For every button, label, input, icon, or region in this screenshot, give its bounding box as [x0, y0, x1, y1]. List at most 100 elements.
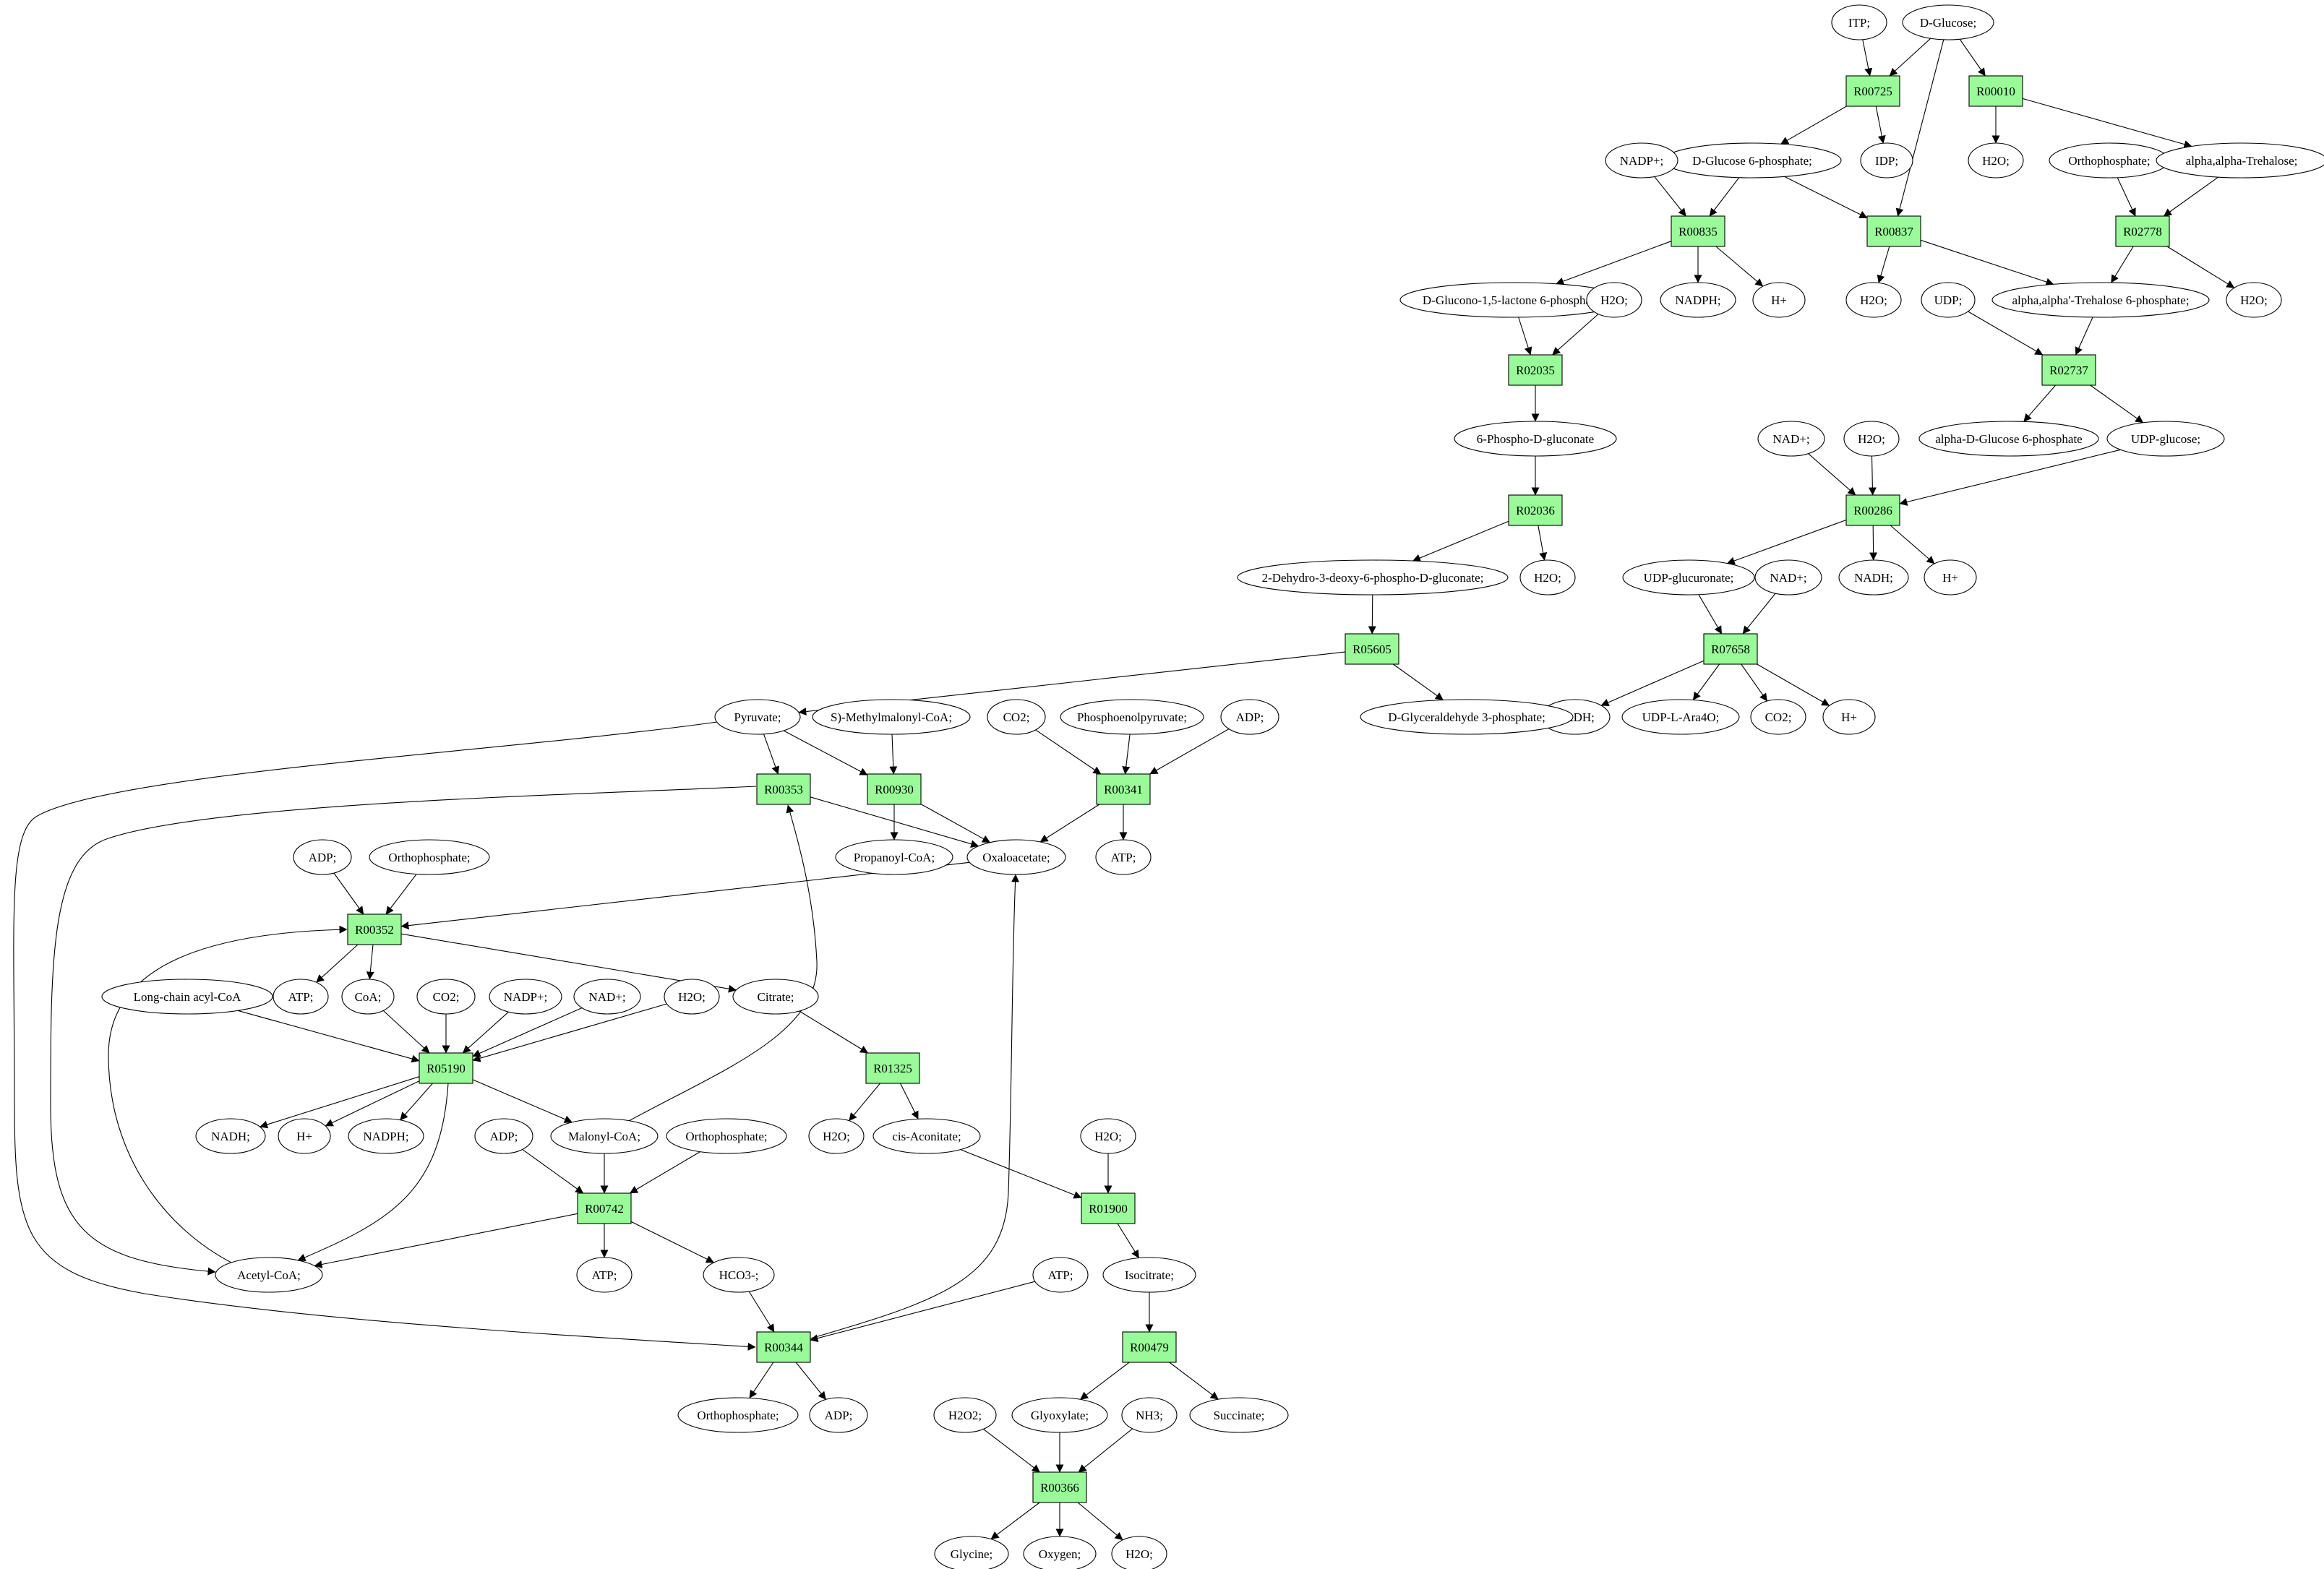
metabolite-node[interactable]: cis-Aconitate; — [872, 1118, 981, 1154]
edge-m_pyruvate-to-R00353 — [763, 734, 780, 775]
metabolite-node[interactable]: NAD+; — [1754, 559, 1822, 596]
metabolite-node[interactable]: H+ — [1822, 699, 1876, 735]
metabolite-node[interactable]: Citrate; — [732, 979, 819, 1015]
metabolite-node[interactable]: H2O; — [1080, 1118, 1136, 1154]
metabolite-node[interactable]: Glycine; — [934, 1536, 1009, 1569]
metabolite-node[interactable]: NADP+; — [489, 979, 562, 1015]
metabolite-node[interactable]: NAD+; — [1757, 421, 1825, 457]
metabolite-node[interactable]: Malonyl-CoA; — [550, 1118, 659, 1154]
metabolite-node[interactable]: ITP; — [1831, 4, 1887, 40]
metabolite-node[interactable]: H+ — [278, 1118, 331, 1154]
metabolite-node[interactable]: alpha,alpha-Trehalose; — [2156, 142, 2324, 179]
metabolite-node[interactable]: H2O; — [664, 979, 720, 1015]
reaction-node[interactable]: R00352 — [347, 914, 402, 945]
reaction-node[interactable]: R00725 — [1845, 75, 1900, 107]
reaction-node[interactable]: R02036 — [1508, 494, 1563, 526]
metabolite-node[interactable]: Oxygen; — [1023, 1536, 1097, 1569]
reaction-node[interactable]: R00837 — [1866, 215, 1921, 247]
metabolite-node[interactable]: UDP-glucose; — [2106, 421, 2225, 457]
metabolite-node[interactable]: NADP+; — [1605, 142, 1678, 179]
reaction-node[interactable]: R00353 — [756, 773, 811, 805]
metabolite-node[interactable]: H2O; — [1111, 1536, 1167, 1569]
metabolite-node[interactable]: S)-Methylmalonyl-CoA; — [812, 699, 971, 735]
reaction-node[interactable]: R00366 — [1032, 1471, 1087, 1503]
metabolite-node[interactable]: H2O; — [2226, 282, 2282, 318]
metabolite-node[interactable]: ATP; — [273, 979, 329, 1015]
edge-R00930-to-m_oaa — [920, 804, 991, 843]
reaction-node[interactable]: R00930 — [867, 773, 922, 805]
metabolite-node[interactable]: Orthophosphate; — [369, 839, 490, 875]
reaction-node[interactable]: R07658 — [1703, 633, 1758, 665]
metabolite-node[interactable]: Isocitrate; — [1102, 1257, 1196, 1293]
metabolite-node[interactable]: H2O; — [808, 1118, 865, 1154]
metabolite-node[interactable]: Succinate; — [1189, 1397, 1289, 1433]
metabolite-node[interactable]: D-Glucono-1,5-lactone 6-phosphate; — [1399, 282, 1626, 318]
metabolite-node[interactable]: D-Glucose 6-phosphate; — [1663, 142, 1842, 179]
metabolite-node[interactable]: H2O; — [1968, 142, 2024, 179]
metabolite-label: 2-Dehydro-3-deoxy-6-phospho-D-gluconate; — [1262, 571, 1484, 585]
reaction-node[interactable]: R01325 — [865, 1052, 920, 1084]
metabolite-node[interactable]: D-Glucose; — [1902, 4, 1994, 40]
reaction-node[interactable]: R01900 — [1081, 1192, 1136, 1224]
metabolite-node[interactable]: IDP; — [1860, 142, 1913, 179]
metabolite-node[interactable]: 6-Phospho-D-gluconate — [1454, 421, 1617, 457]
metabolite-node[interactable]: CO2; — [987, 699, 1046, 735]
reaction-node[interactable]: R00344 — [756, 1331, 811, 1363]
metabolite-node[interactable]: 2-Dehydro-3-deoxy-6-phospho-D-gluconate; — [1237, 559, 1509, 596]
metabolite-node[interactable]: Orthophosphate; — [677, 1397, 799, 1433]
metabolite-node[interactable]: D-Glyceraldehyde 3-phosphate; — [1360, 699, 1574, 735]
metabolite-node[interactable]: H+ — [1752, 282, 1806, 318]
metabolite-node[interactable]: ATP; — [1095, 839, 1152, 875]
reaction-node[interactable]: R00286 — [1845, 494, 1900, 526]
metabolite-node[interactable]: alpha,alpha'-Trehalose 6-phosphate; — [1991, 282, 2210, 318]
metabolite-node[interactable]: Acetyl-CoA; — [215, 1257, 323, 1293]
edge-m_h2o_g-to-R05190 — [472, 1003, 667, 1062]
metabolite-node[interactable]: H2O2; — [933, 1397, 997, 1433]
metabolite-node[interactable]: NADH; — [1838, 559, 1909, 596]
reaction-node[interactable]: R00341 — [1096, 773, 1151, 805]
metabolite-node[interactable]: ATP; — [1032, 1257, 1089, 1293]
metabolite-node[interactable]: ADP; — [1220, 699, 1279, 735]
metabolite-node[interactable]: Propanoyl-CoA; — [835, 839, 953, 875]
metabolite-node[interactable]: H2O; — [1586, 282, 1642, 318]
metabolite-node[interactable]: UDP-L-Ara4O; — [1621, 699, 1740, 735]
reaction-node[interactable]: R00835 — [1671, 215, 1725, 247]
metabolite-node[interactable]: ADP; — [474, 1118, 533, 1154]
reaction-node[interactable]: R02035 — [1508, 354, 1563, 386]
reaction-node[interactable]: R02737 — [2041, 354, 2096, 386]
metabolite-node[interactable]: H2O; — [1845, 282, 1902, 318]
metabolite-node[interactable]: ADP; — [293, 839, 352, 875]
metabolite-node[interactable]: Oxaloacetate; — [966, 839, 1066, 875]
metabolite-node[interactable]: H2O; — [1843, 421, 1900, 457]
metabolite-node[interactable]: H+ — [1924, 559, 1977, 596]
reaction-node[interactable]: R00479 — [1122, 1331, 1177, 1363]
metabolite-node[interactable]: NADPH; — [1660, 282, 1736, 318]
metabolite-node[interactable]: Long-chain acyl-CoA — [101, 979, 273, 1015]
metabolite-node[interactable]: Orthophosphate; — [666, 1118, 787, 1154]
metabolite-node[interactable]: HCO3-; — [703, 1257, 775, 1293]
reaction-node[interactable]: R05605 — [1345, 633, 1399, 665]
reaction-node[interactable]: R00010 — [1968, 75, 2023, 107]
metabolite-node[interactable]: alpha-D-Glucose 6-phosphate — [1918, 421, 2099, 457]
metabolite-node[interactable]: ADP; — [809, 1397, 868, 1433]
metabolite-ellipse — [1095, 839, 1152, 875]
metabolite-node[interactable]: NADPH; — [348, 1118, 424, 1154]
metabolite-node[interactable]: Glyoxylate; — [1011, 1397, 1108, 1433]
metabolite-node[interactable]: CO2; — [416, 979, 476, 1015]
metabolite-node[interactable]: NH3; — [1121, 1397, 1178, 1433]
metabolite-node[interactable]: Phosphoenolpyruvate; — [1060, 699, 1204, 735]
metabolite-node[interactable]: CoA; — [341, 979, 395, 1015]
reaction-box — [1345, 633, 1399, 665]
metabolite-node[interactable]: Orthophosphate; — [2049, 142, 2170, 179]
metabolite-node[interactable]: NADH; — [195, 1118, 266, 1154]
metabolite-node[interactable]: CO2; — [1750, 699, 1806, 735]
reaction-node[interactable]: R05190 — [419, 1052, 473, 1084]
metabolite-node[interactable]: UDP-glucuronate; — [1622, 559, 1755, 596]
metabolite-node[interactable]: ATP; — [576, 1257, 633, 1293]
metabolite-node[interactable]: H2O; — [1519, 559, 1576, 596]
metabolite-node[interactable]: UDP; — [1921, 282, 1976, 318]
metabolite-node[interactable]: NAD+; — [573, 979, 641, 1015]
metabolite-node[interactable]: Pyruvate; — [714, 699, 801, 735]
reaction-node[interactable]: R02778 — [2115, 215, 2170, 247]
reaction-node[interactable]: R00742 — [577, 1192, 632, 1224]
